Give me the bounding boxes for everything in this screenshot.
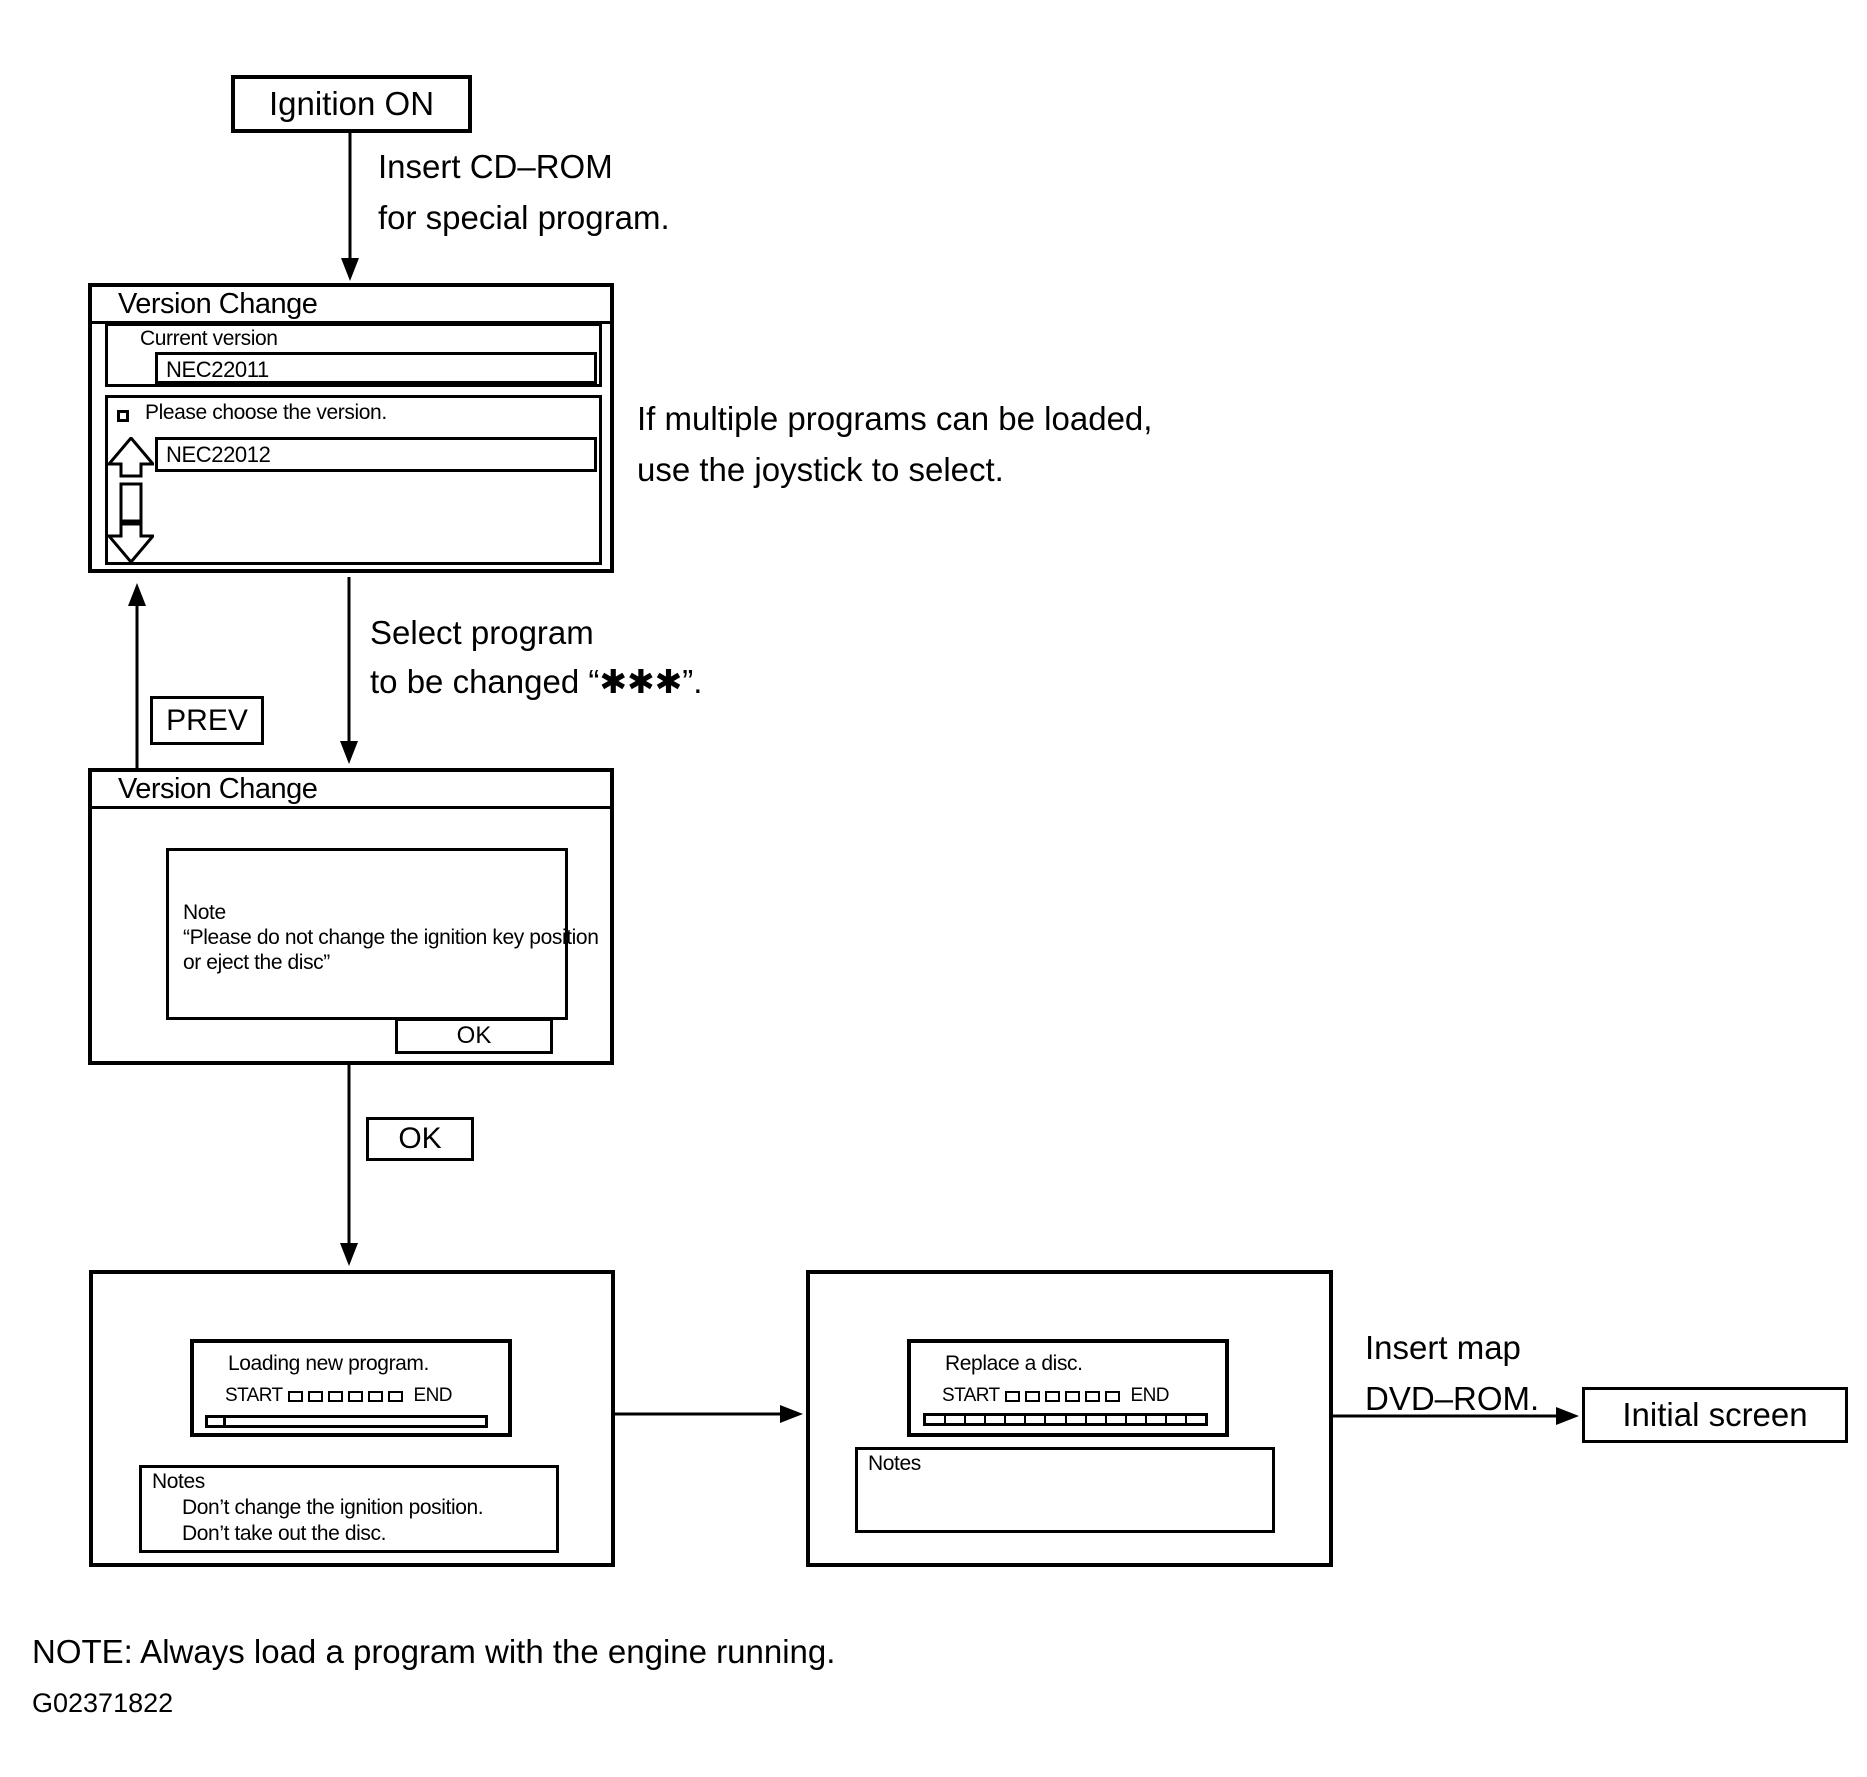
arrow-loading-to-replace-icon xyxy=(615,1405,803,1423)
bullet-square-icon xyxy=(117,410,129,422)
note-line-1: “Please do not change the ignition key p… xyxy=(183,926,599,949)
notes-title: Notes xyxy=(152,1470,205,1493)
progress-bar xyxy=(205,1415,488,1428)
prev-label: PREV xyxy=(166,703,248,737)
prev-node: PREV xyxy=(150,696,264,745)
choose-version-field: NEC22012 xyxy=(155,437,597,472)
progress-segment-icon xyxy=(1104,1390,1120,1402)
progress-segment-icon xyxy=(1004,1390,1020,1402)
arrow-version-to-confirm-icon xyxy=(340,577,358,764)
arrow-ignition-to-version-icon xyxy=(341,133,359,281)
progress-segment-icon xyxy=(1064,1390,1080,1402)
insert-map-label: Insert map DVD–ROM. xyxy=(1365,1329,1540,1417)
initial-screen-label: Initial screen xyxy=(1622,1396,1808,1433)
initial-screen-node: Initial screen xyxy=(1582,1387,1848,1443)
version-change-confirm-screen: Version Change Note “Please do not chang… xyxy=(88,768,614,1065)
progress-segment-icon xyxy=(1084,1390,1100,1402)
segmented-progress-bar xyxy=(923,1413,1208,1426)
screen-ok-button: OK xyxy=(395,1018,553,1054)
end-label: END xyxy=(1130,1385,1170,1406)
progress-segment-icon xyxy=(347,1390,363,1402)
ignition-on-label: Ignition ON xyxy=(268,85,435,122)
progress-segment-icon xyxy=(307,1390,323,1402)
end-label: END xyxy=(413,1385,453,1406)
notes-title: Notes xyxy=(868,1452,921,1475)
select-program-label: Select program to be changed “✱✱✱”. xyxy=(370,614,703,700)
notes-line-1: Don’t change the ignition position. xyxy=(182,1496,484,1519)
figure-code: G02371822 xyxy=(32,1688,174,1718)
progress-segments-row: START END xyxy=(225,1385,452,1407)
progress-bar-tick xyxy=(208,1418,226,1425)
progress-segment-icon xyxy=(287,1390,303,1402)
current-version-label: Current version xyxy=(140,327,278,350)
current-version-panel: Current version NEC22011 xyxy=(105,323,602,387)
screen-title: Version Change xyxy=(118,288,318,320)
arrow-confirm-to-loading-icon xyxy=(340,1065,358,1266)
replace-notes-panel: Notes xyxy=(855,1447,1275,1533)
scroll-up-down-icon xyxy=(108,437,154,563)
progress-segment-icon xyxy=(1044,1390,1060,1402)
page-note: NOTE: Always load a program with the eng… xyxy=(32,1633,836,1670)
start-label: START xyxy=(225,1385,283,1406)
notes-line-2: Don’t take out the disc. xyxy=(182,1522,387,1545)
ignition-on-node: Ignition ON xyxy=(231,75,472,133)
confirm-note-dialog: Note “Please do not change the ignition … xyxy=(166,848,599,1020)
loading-notes-panel: Notes Don’t change the ignition position… xyxy=(139,1465,559,1553)
note-title: Note xyxy=(183,901,226,924)
progress-segment-icon xyxy=(367,1390,383,1402)
replace-dialog: Replace a disc. START END xyxy=(907,1339,1229,1437)
screen-title: Version Change xyxy=(118,773,318,805)
start-label: START xyxy=(942,1385,1000,1406)
insert-cdrom-label: Insert CD–ROM for special program. xyxy=(378,148,670,236)
progress-segments-row: START END xyxy=(942,1385,1169,1407)
version-change-select-screen: Version Change Current version NEC22011 … xyxy=(88,283,614,573)
multiple-programs-label: If multiple programs can be loaded, use … xyxy=(637,400,1153,488)
ok-node: OK xyxy=(366,1117,474,1161)
progress-segment-icon xyxy=(1024,1390,1040,1402)
progress-segment-icon xyxy=(387,1390,403,1402)
loading-program-screen: Loading new program. START END Notes Don… xyxy=(89,1270,615,1567)
screen-title-bar: Version Change xyxy=(92,772,610,809)
arrow-prev-up-icon xyxy=(128,583,146,768)
choose-version-label: Please choose the version. xyxy=(145,401,387,424)
note-line-2: or eject the disc” xyxy=(183,951,330,974)
replace-title: Replace a disc. xyxy=(945,1352,1083,1375)
loading-dialog: Loading new program. START END xyxy=(190,1339,512,1437)
current-version-field: NEC22011 xyxy=(155,352,597,384)
replace-disc-screen: Replace a disc. START END xyxy=(806,1270,1333,1567)
screen-title-bar: Version Change xyxy=(92,287,610,324)
loading-title: Loading new program. xyxy=(228,1352,429,1375)
choose-version-panel: Please choose the version. NEC22012 xyxy=(105,395,602,565)
progress-segment-icon xyxy=(327,1390,343,1402)
ok-label: OK xyxy=(398,1122,442,1155)
